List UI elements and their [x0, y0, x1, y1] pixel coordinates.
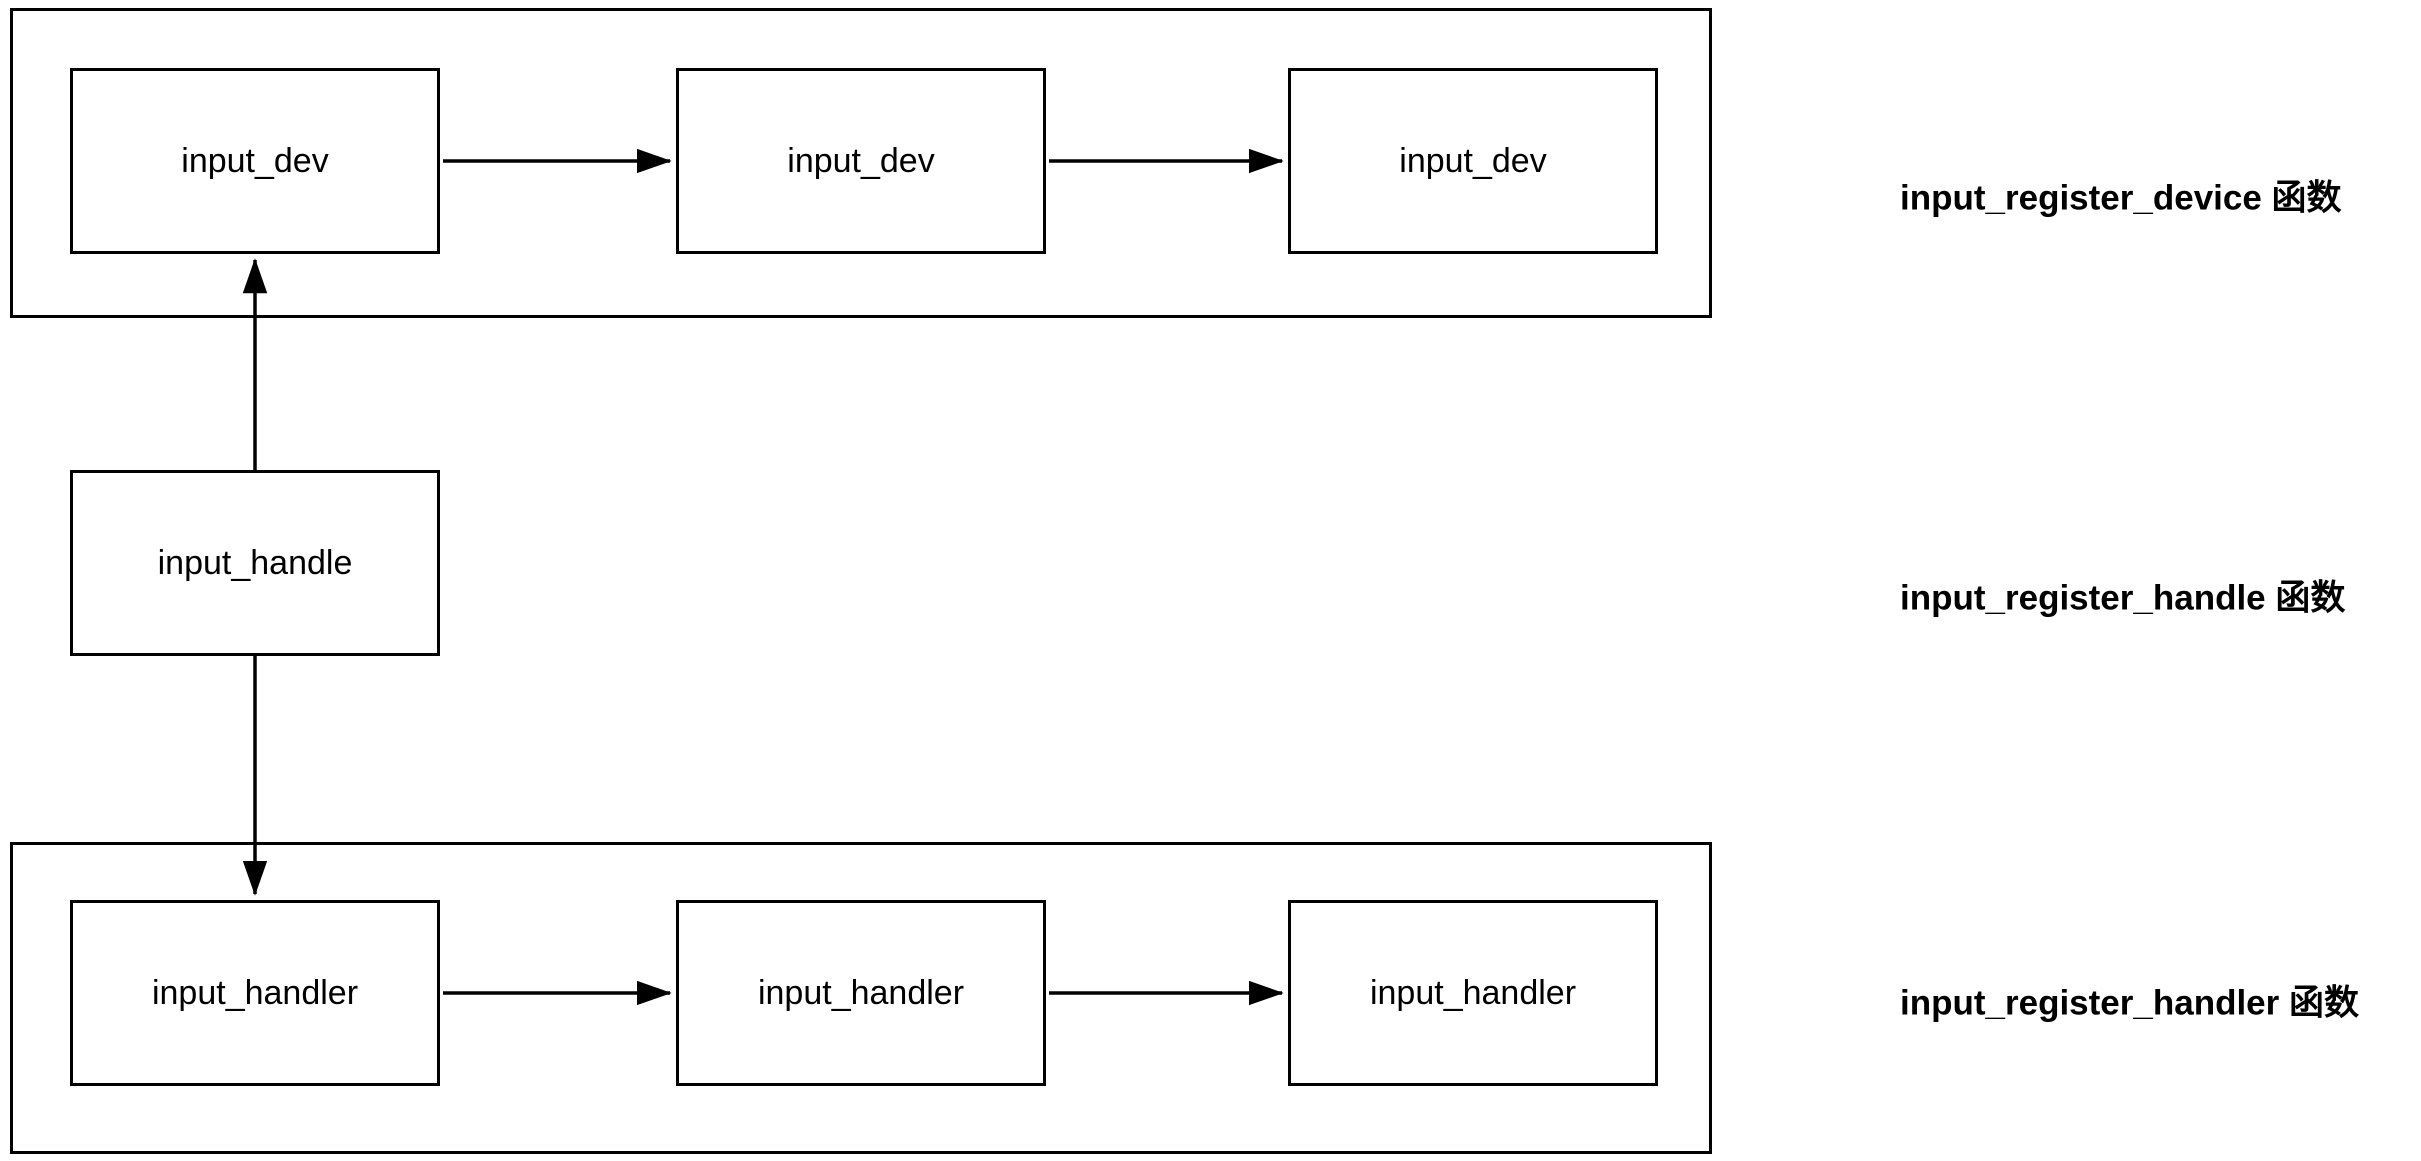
node-label: input_handler [757, 973, 965, 1012]
label-input-register-handler: input_register_handler 函数 [1900, 983, 2359, 1023]
node-input-handler-3: input_handler [1288, 900, 1658, 1086]
node-label: input_handler [1369, 973, 1577, 1012]
device-group-frame [10, 8, 1712, 318]
label-input-register-device: input_register_device 函数 [1900, 178, 2342, 218]
node-label: input_dev [787, 141, 935, 180]
node-input-dev-2: input_dev [676, 68, 1046, 254]
node-input-dev-1: input_dev [70, 68, 440, 254]
label-input-register-handle: input_register_handle 函数 [1900, 578, 2346, 618]
node-label: input_handle [157, 543, 353, 582]
node-label: input_handler [151, 973, 359, 1012]
node-input-dev-3: input_dev [1288, 68, 1658, 254]
node-label: input_dev [181, 141, 329, 180]
handler-group-frame [10, 842, 1712, 1154]
node-input-handler-1: input_handler [70, 900, 440, 1086]
node-input-handler-2: input_handler [676, 900, 1046, 1086]
node-label: input_dev [1399, 141, 1547, 180]
node-input-handle: input_handle [70, 470, 440, 656]
